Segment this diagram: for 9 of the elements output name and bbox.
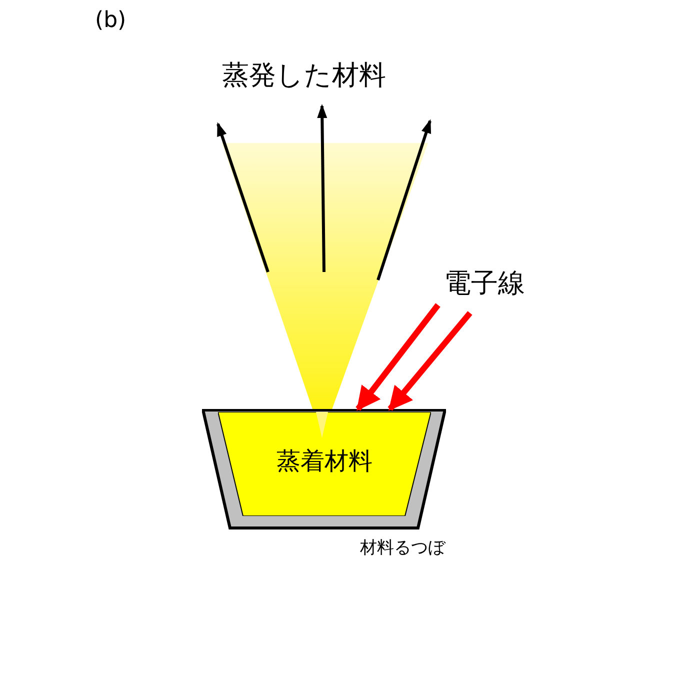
part-label: 材料るつぼ — [360, 540, 445, 557]
panel-label: (b) — [95, 10, 126, 32]
caption-text: 蒸発した材料 — [222, 62, 386, 89]
part-label: 電子線 — [444, 270, 525, 297]
material-fill — [218, 412, 431, 516]
arrow — [388, 311, 472, 411]
material-label: 蒸着材料 — [276, 448, 374, 474]
crucible — [202, 409, 446, 530]
arrow — [356, 303, 440, 411]
